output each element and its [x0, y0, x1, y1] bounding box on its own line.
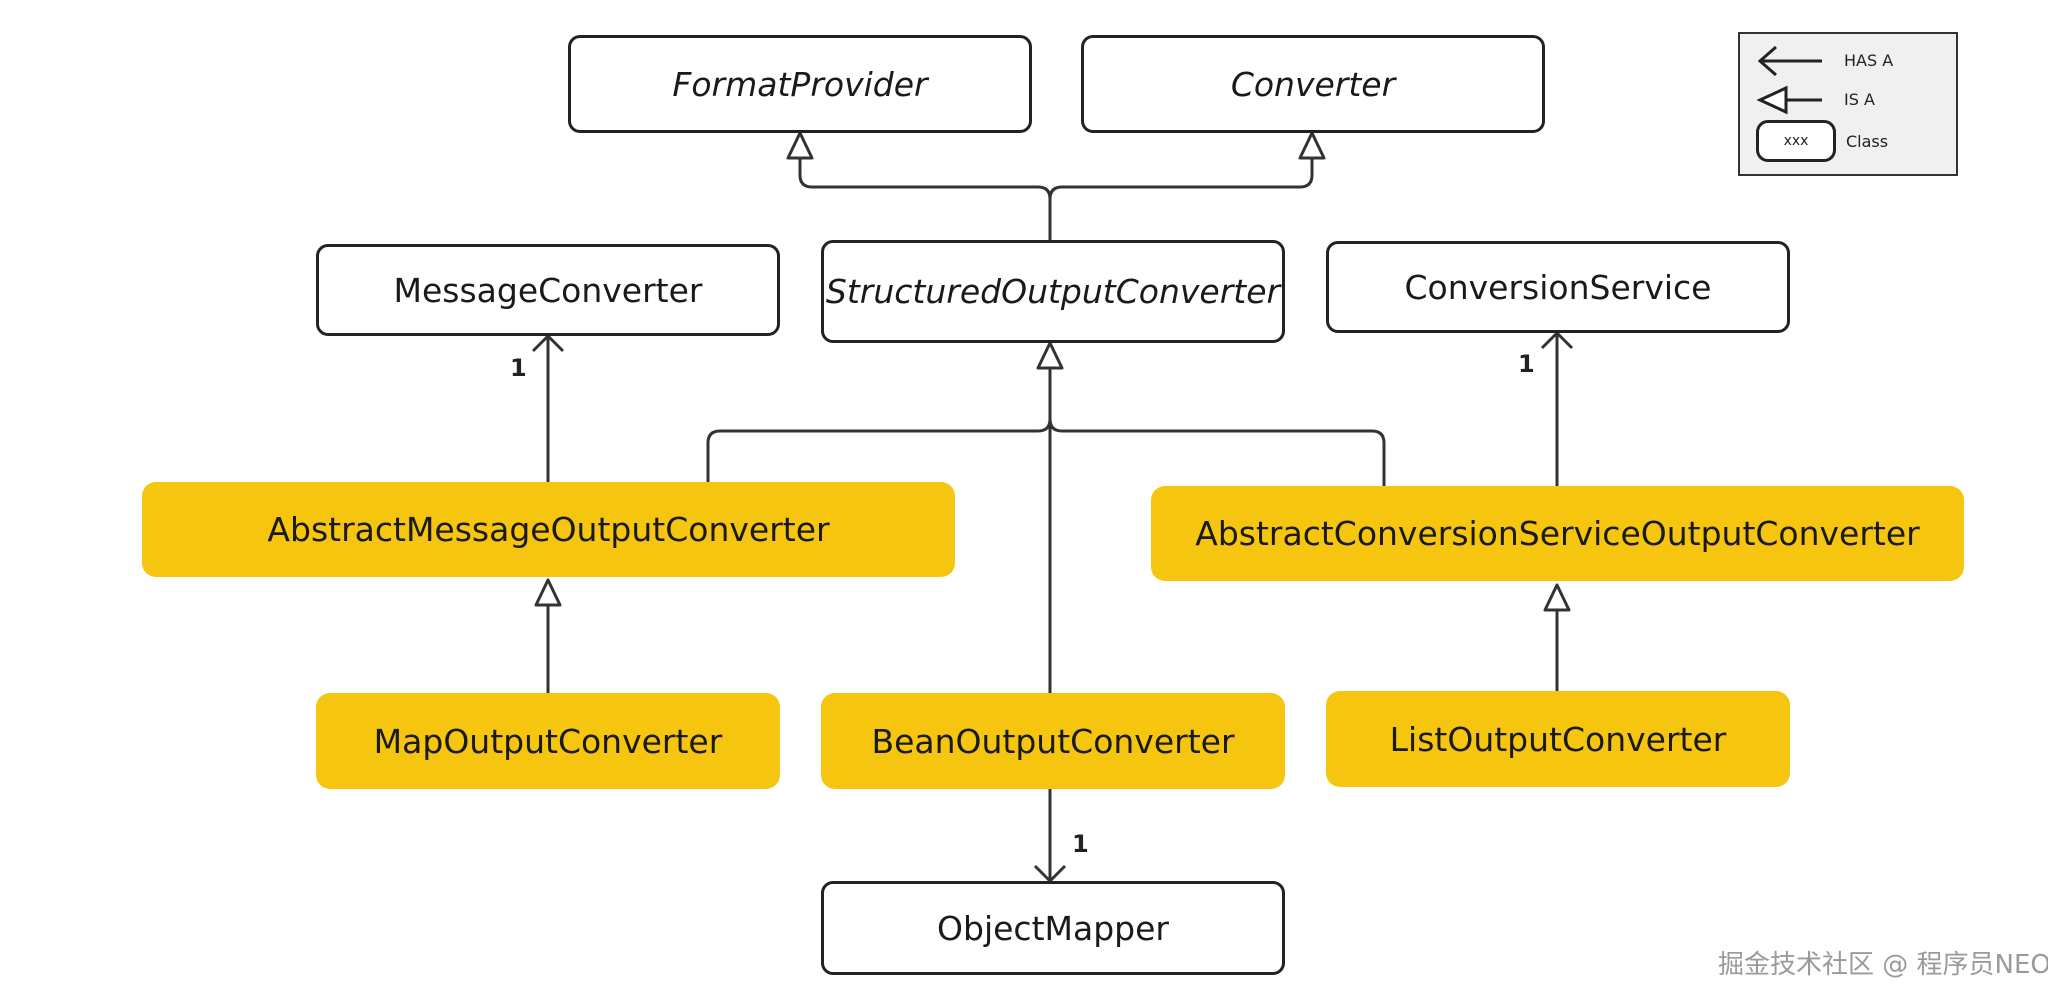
is-a-link-structured-to-format-provider	[798, 158, 1052, 240]
has-a-arrowhead-message-converter	[531, 334, 565, 353]
has-a-legend-arrow-icon	[1757, 45, 1822, 77]
legend-class-sample: xxx	[1756, 120, 1836, 162]
legend-is-a-label: IS A	[1844, 90, 1875, 109]
legend-class-label: Class	[1846, 132, 1889, 151]
class-message-converter: MessageConverter	[316, 244, 780, 336]
class-abstract-message-output-converter: AbstractMessageOutputConverter	[142, 482, 955, 577]
class-converter: Converter	[1081, 35, 1545, 133]
is-a-link-abstract-conversion-to-structured	[1048, 418, 1386, 486]
legend-symbols	[1756, 45, 1822, 115]
is-a-arrowhead-abstract-conversion	[1543, 583, 1571, 612]
class-structured-output-converter: StructuredOutputConverter	[821, 240, 1285, 343]
watermark: 掘金技术社区 @ 程序员NEO	[1718, 950, 2048, 980]
class-conversion-service: ConversionService	[1326, 241, 1790, 333]
class-bean-output-converter: BeanOutputConverter	[821, 693, 1285, 789]
has-a-arrowhead-conversion-service	[1540, 331, 1574, 350]
class-abstract-conversion-service-output-converter: AbstractConversionServiceOutputConverter	[1151, 486, 1964, 581]
multiplicity-object-mapper: 1	[1072, 830, 1089, 858]
is-a-arrowhead-format-provider	[786, 131, 814, 160]
is-a-arrowhead-abstract-message	[534, 578, 562, 607]
is-a-link-abstract-message-to-structured	[706, 368, 1052, 482]
multiplicity-conversion-service: 1	[1518, 350, 1535, 378]
is-a-arrowhead-converter	[1298, 131, 1326, 160]
is-a-link-structured-to-converter	[1048, 158, 1314, 200]
class-object-mapper: ObjectMapper	[821, 881, 1285, 975]
is-a-legend-arrow-icon	[1756, 85, 1788, 115]
is-a-arrowhead-structured	[1036, 341, 1064, 370]
class-format-provider: FormatProvider	[568, 35, 1032, 133]
class-map-output-converter: MapOutputConverter	[316, 693, 780, 789]
multiplicity-message-converter: 1	[510, 354, 527, 382]
legend-has-a-label: HAS A	[1844, 51, 1894, 70]
class-list-output-converter: ListOutputConverter	[1326, 691, 1790, 787]
legend: HAS A IS A xxx Class	[1738, 32, 1958, 176]
